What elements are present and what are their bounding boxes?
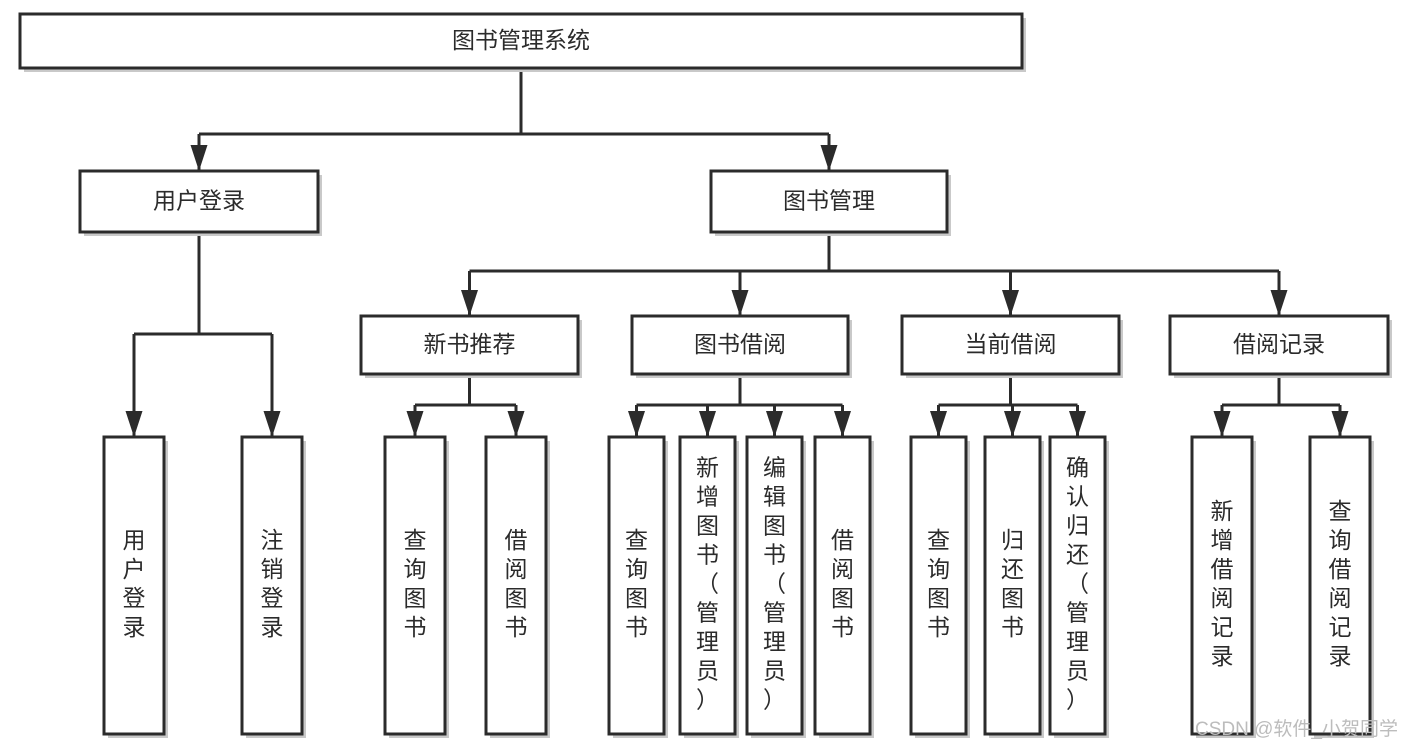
node-box[interactable]	[1190, 435, 1254, 736]
edge-group-borrow-record	[1213, 374, 1349, 437]
node-leaf-rec-query[interactable]: 查询图书	[383, 435, 449, 738]
node-box[interactable]	[1308, 435, 1372, 736]
edge-group-user-login	[125, 232, 281, 437]
node-label: 借阅图书	[505, 527, 528, 640]
connector-layer	[125, 68, 1349, 437]
node-box[interactable]	[630, 314, 850, 376]
node-label: 图书管理	[783, 188, 875, 214]
node-box[interactable]	[240, 435, 304, 736]
node-leaf-user-login[interactable]: 用户登录	[102, 435, 168, 738]
node-label: 图书管理系统	[452, 27, 590, 53]
node-leaf-rec-add[interactable]: 新增借阅记录	[1190, 435, 1256, 738]
node-user-login[interactable]: 用户登录	[78, 169, 322, 236]
node-label: 新书推荐	[424, 331, 516, 357]
node-book-borrow[interactable]: 图书借阅	[630, 314, 852, 378]
node-leaf-user-logout[interactable]: 注销登录	[240, 435, 306, 738]
node-box[interactable]	[678, 435, 737, 736]
node-leaf-borrow-edit[interactable]: 编辑图书（管理员）	[745, 435, 806, 738]
node-label: 归还图书	[1001, 527, 1024, 640]
node-box[interactable]	[983, 435, 1042, 736]
node-label: 确认归还（管理员）	[1066, 455, 1089, 713]
node-label: 用户登录	[123, 527, 146, 640]
edge-group-current-borrow	[930, 374, 1086, 437]
node-box[interactable]	[484, 435, 548, 736]
node-leaf-cur-confirm[interactable]: 确认归还（管理员）	[1048, 435, 1109, 738]
node-box[interactable]	[383, 435, 447, 736]
node-box[interactable]	[1048, 435, 1107, 736]
node-book-manage[interactable]: 图书管理	[709, 169, 951, 236]
node-box[interactable]	[78, 169, 320, 234]
edge-group-root	[190, 68, 838, 171]
node-leaf-rec-borrow[interactable]: 借阅图书	[484, 435, 550, 738]
node-label: 借阅图书	[831, 527, 854, 640]
edge-group-new-book-rec	[406, 374, 525, 437]
node-box[interactable]	[607, 435, 666, 736]
node-leaf-borrow-add[interactable]: 新增图书（管理员）	[678, 435, 739, 738]
node-box[interactable]	[18, 12, 1024, 70]
node-label: 注销登录	[261, 527, 284, 640]
node-box[interactable]	[900, 314, 1121, 376]
node-label: 借阅记录	[1233, 331, 1325, 357]
edge-group-book-borrow	[628, 374, 851, 437]
node-label: 编辑图书（管理员）	[763, 455, 786, 713]
node-box[interactable]	[745, 435, 804, 736]
node-label: 用户登录	[153, 188, 245, 214]
node-leaf-cur-query[interactable]: 查询图书	[909, 435, 970, 738]
node-borrow-record[interactable]: 借阅记录	[1168, 314, 1392, 378]
node-label: 图书借阅	[694, 331, 786, 357]
node-leaf-cur-return[interactable]: 归还图书	[983, 435, 1044, 738]
node-label: 当前借阅	[965, 331, 1057, 357]
node-label: 查询图书	[404, 527, 427, 640]
node-new-book-rec[interactable]: 新书推荐	[359, 314, 582, 378]
node-label: 查询借阅记录	[1329, 498, 1352, 669]
node-current-borrow[interactable]: 当前借阅	[900, 314, 1123, 378]
node-layer: 图书管理系统用户登录图书管理新书推荐图书借阅当前借阅借阅记录用户登录注销登录查询…	[18, 12, 1392, 738]
node-label: 新增图书（管理员）	[696, 455, 719, 713]
node-label: 查询图书	[625, 527, 648, 640]
node-leaf-rec-query2[interactable]: 查询借阅记录	[1308, 435, 1374, 738]
node-leaf-borrow-query[interactable]: 查询图书	[607, 435, 668, 738]
node-box[interactable]	[359, 314, 580, 376]
edge-group-book-manage	[461, 232, 1288, 316]
node-label: 查询图书	[927, 527, 950, 640]
node-leaf-borrow-take[interactable]: 借阅图书	[813, 435, 874, 738]
node-box[interactable]	[909, 435, 968, 736]
node-label: 新增借阅记录	[1211, 498, 1234, 669]
node-box[interactable]	[1168, 314, 1390, 376]
csdn-watermark: CSDN @软件_小贺同学	[1195, 718, 1398, 740]
node-root[interactable]: 图书管理系统	[18, 12, 1026, 72]
node-box[interactable]	[813, 435, 872, 736]
node-box[interactable]	[102, 435, 166, 736]
node-box[interactable]	[709, 169, 949, 234]
